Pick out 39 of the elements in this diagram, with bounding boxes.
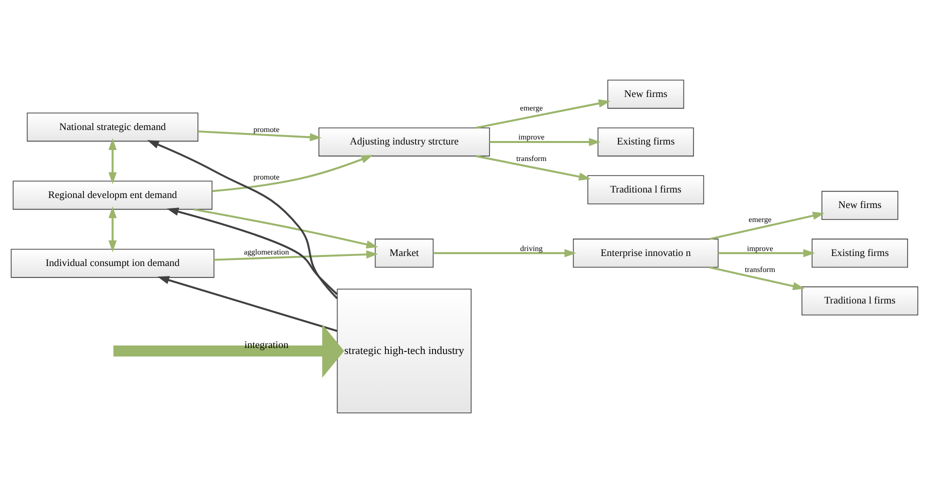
node-box: Regional developm ent demand <box>12 180 212 210</box>
edge-label: emerge <box>748 214 772 224</box>
edge-label: agglomeration <box>244 248 289 257</box>
node-box: Adjusting industry strcture <box>318 128 490 156</box>
arrow <box>709 266 805 290</box>
arrow <box>108 138 117 184</box>
node-box: Traditiona l firms <box>802 286 918 316</box>
edge-label: transform <box>516 154 547 163</box>
edge-label: promote <box>253 172 280 182</box>
node-box: New firms <box>607 80 684 109</box>
arrow <box>193 208 378 248</box>
arrow <box>476 99 610 129</box>
edge-label: driving <box>520 244 543 253</box>
node-box: Traditiona l firms <box>587 175 704 204</box>
node-box: Existing firms <box>598 128 694 156</box>
node-box: Existing firms <box>812 238 908 268</box>
edge-label: improve <box>747 244 774 253</box>
arrow <box>108 206 117 252</box>
node-box: Market <box>374 238 434 268</box>
arrow <box>490 138 601 146</box>
node-box: National strategic demand <box>26 112 198 142</box>
arrow <box>212 155 374 192</box>
arrow <box>433 249 576 258</box>
arrow <box>166 208 338 295</box>
arrow <box>718 249 816 258</box>
arrow <box>147 140 338 300</box>
node-box: Individual consumpt ion demand <box>10 248 214 278</box>
edge-label: improve <box>518 132 544 142</box>
node-box: Enterprise innovatio n <box>572 238 719 268</box>
arrow <box>214 250 378 261</box>
arrow <box>709 212 825 240</box>
node-box: strategic high-tech industry <box>336 288 472 414</box>
edge-label: emerge <box>520 104 543 113</box>
edge-label: promote <box>253 124 280 134</box>
arrow <box>198 130 322 142</box>
arrow <box>476 155 591 181</box>
arrow <box>113 324 344 378</box>
edge-label: transform <box>744 264 776 274</box>
node-box: New firms <box>822 190 898 220</box>
